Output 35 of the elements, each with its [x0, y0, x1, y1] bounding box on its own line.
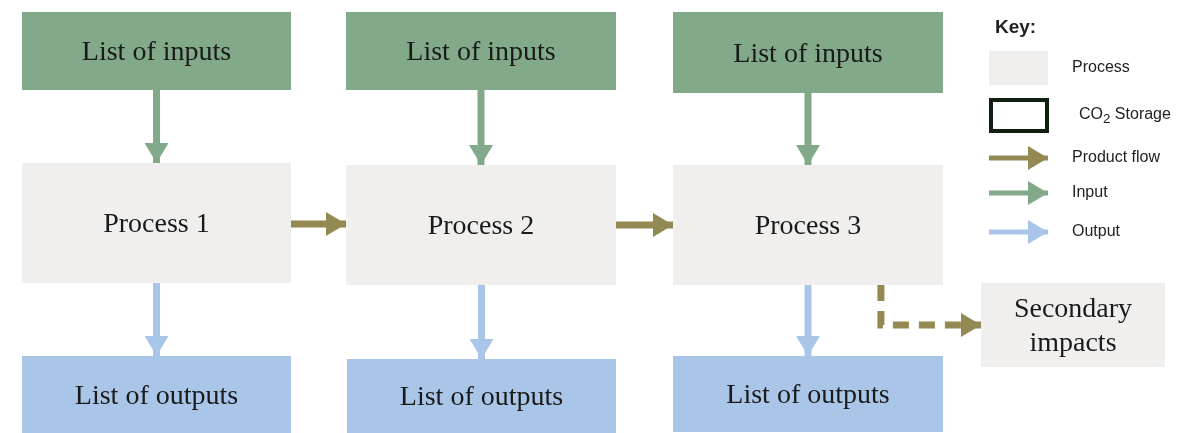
arrow [796, 93, 820, 165]
output-box [22, 356, 291, 433]
legend-label: Input [1072, 183, 1108, 201]
arrow [796, 285, 820, 356]
arrow [291, 212, 346, 236]
process-box [346, 165, 616, 285]
output-box [673, 356, 943, 432]
output-box [347, 359, 616, 433]
arrow [144, 283, 169, 356]
box-label: List of outputs [398, 379, 565, 413]
box-label: Process 1 [102, 206, 211, 240]
arrow [144, 90, 169, 163]
legend-title: Key: [995, 16, 1037, 38]
arrow [469, 285, 494, 359]
legend-label: CO$_{2}$ Storage [1079, 105, 1171, 127]
process-box [981, 283, 1165, 367]
arrow [469, 90, 493, 165]
box-label: Process 3 [753, 208, 863, 242]
arrow [616, 213, 673, 237]
box-label: List of inputs [80, 34, 233, 68]
legend-label: Process [1072, 58, 1130, 76]
box-label: List of outputs [73, 377, 240, 412]
box-label: List of inputs [405, 34, 557, 68]
input-box [673, 12, 943, 93]
input-box [22, 12, 291, 90]
box-label: Process 2 [426, 208, 536, 242]
legend-label: Product flow [1072, 148, 1161, 166]
arrow [877, 285, 981, 337]
legend-label: Output [1072, 222, 1121, 240]
input-box [346, 12, 616, 90]
process-box [22, 163, 291, 283]
box-label: Secondary impacts [1012, 291, 1134, 359]
box-label: List of outputs [725, 377, 891, 411]
process-box [673, 165, 943, 285]
box-label: List of inputs [732, 35, 884, 70]
